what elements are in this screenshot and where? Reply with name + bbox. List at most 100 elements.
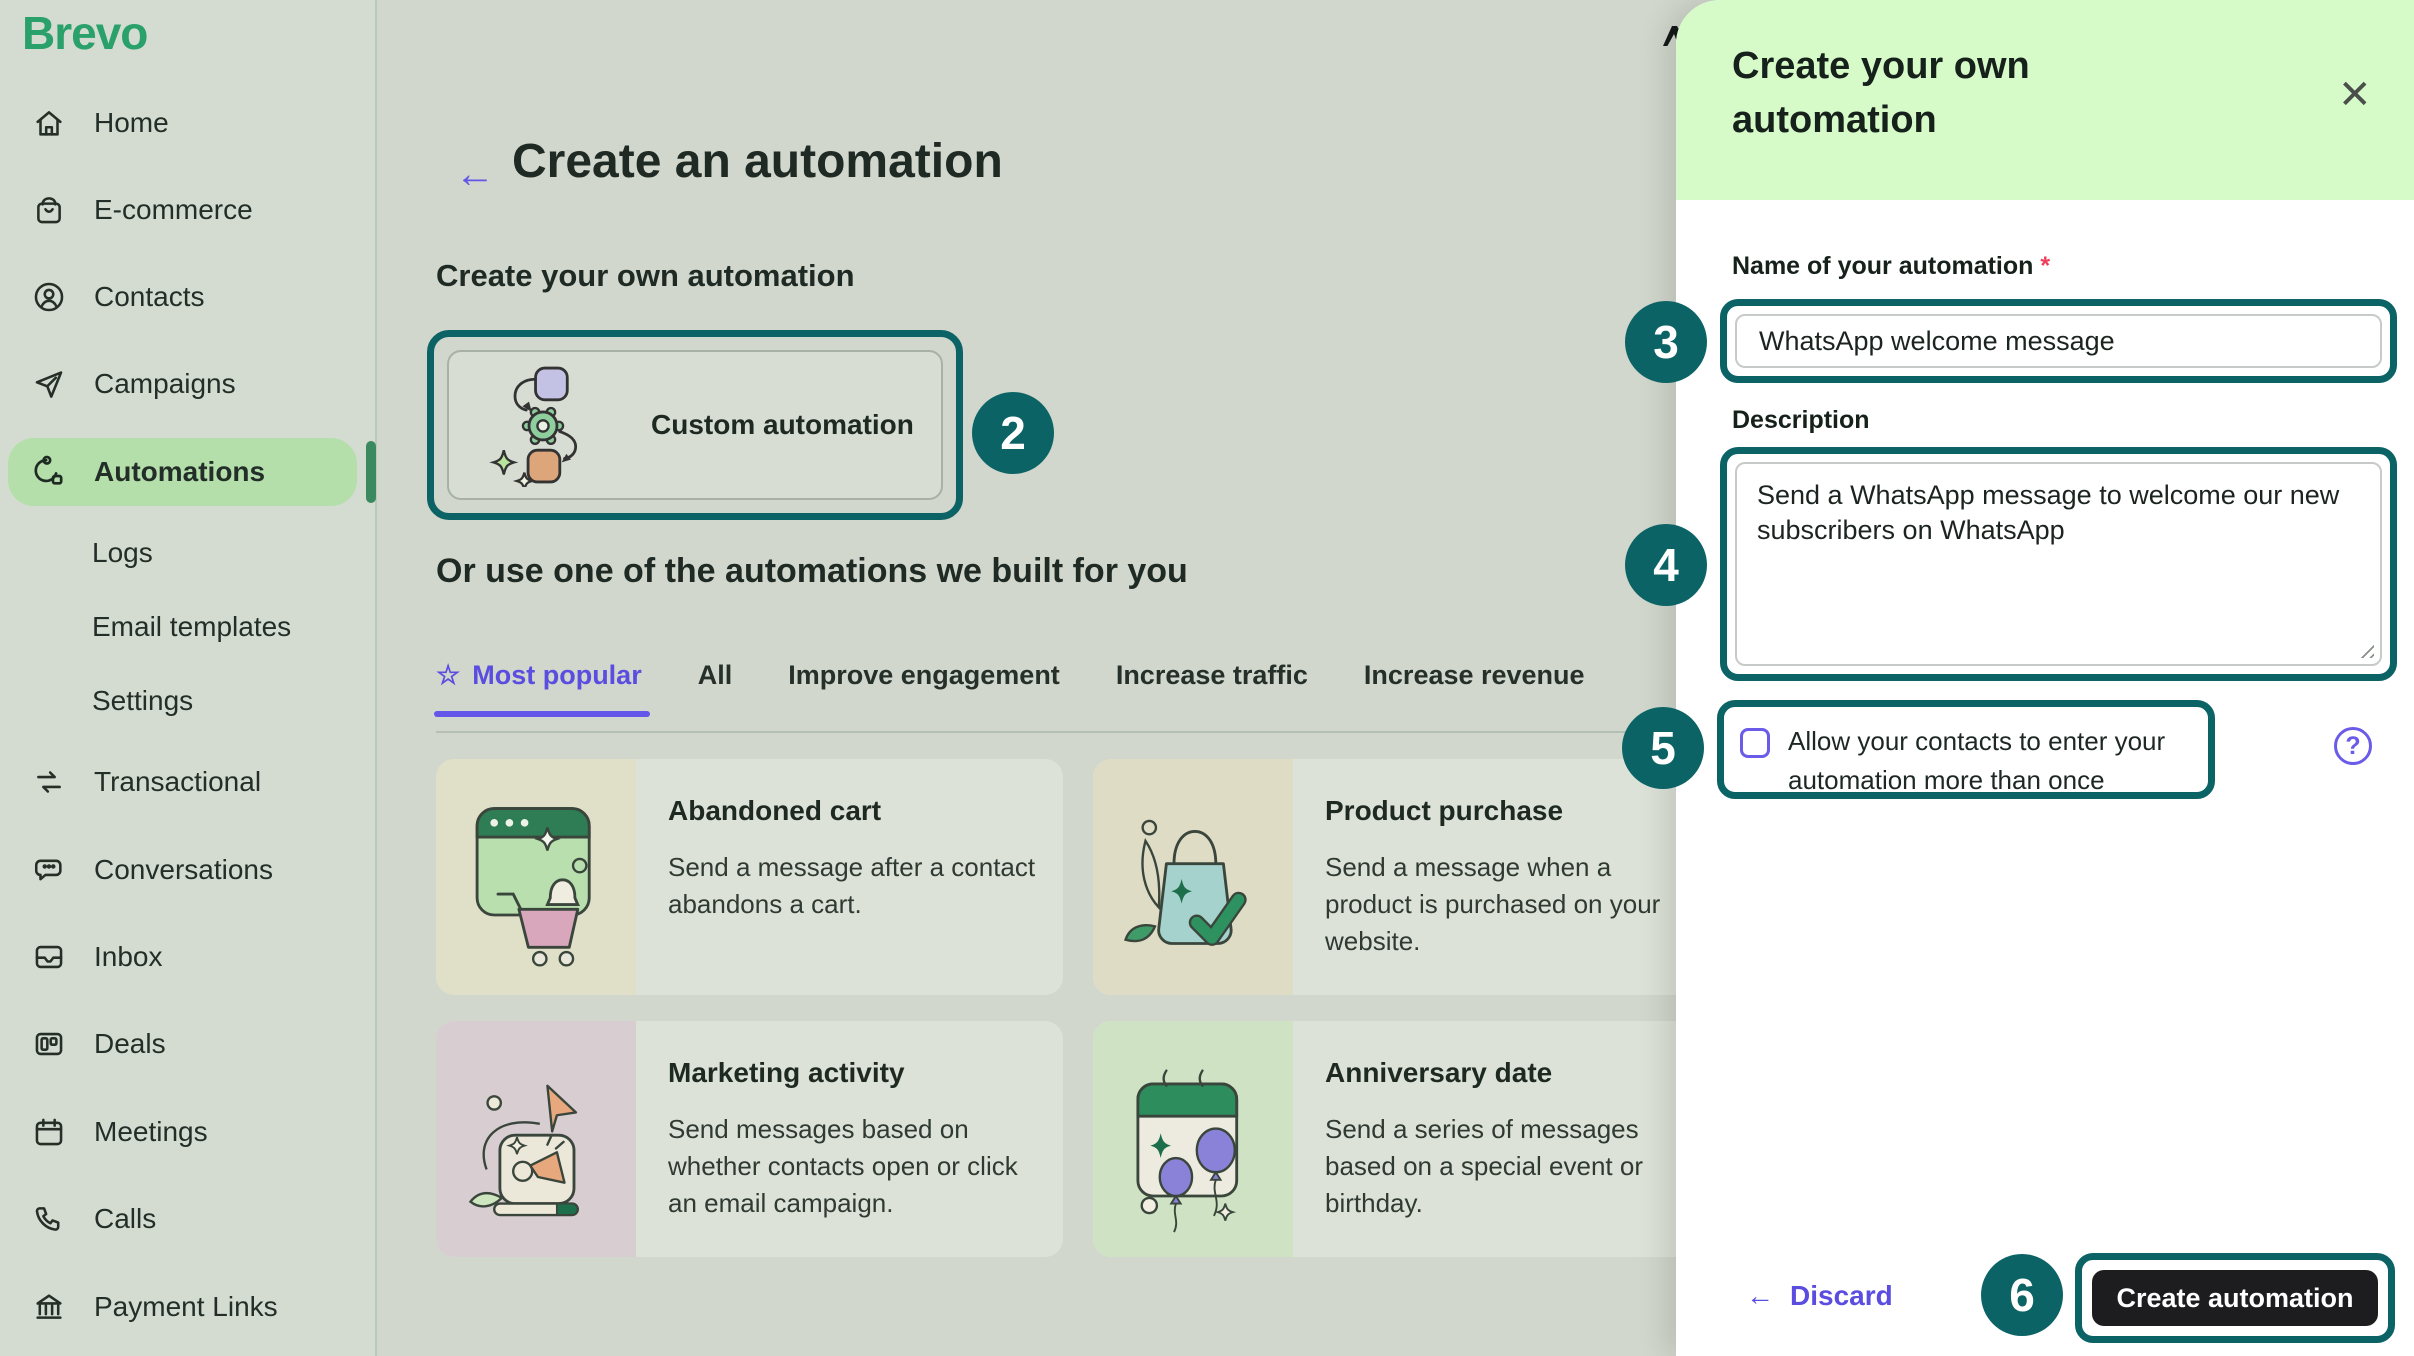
tab-all[interactable]: All — [698, 660, 733, 717]
tab-label: Improve engagement — [788, 660, 1060, 690]
repeat-entry-checkbox[interactable] — [1740, 728, 1770, 758]
description-field-label: Description — [1732, 406, 1870, 434]
tab-most-popular[interactable]: ☆ Most popular — [434, 660, 650, 717]
calendar-icon — [35, 1118, 63, 1146]
step-badge-6: 6 — [1981, 1254, 2063, 1336]
repeat-entry-label: Allow your contacts to enter your automa… — [1788, 726, 2166, 795]
automation-icon — [34, 455, 63, 485]
discard-button[interactable]: ← Discard — [1746, 1280, 1893, 1312]
panel-title: Create your own automation — [1732, 45, 2030, 141]
sidebar-item-deals[interactable]: Deals — [0, 1016, 375, 1072]
kanban-icon — [35, 1032, 63, 1056]
sidebar-subitem-email-templates[interactable]: Email templates — [0, 602, 375, 652]
main-content: ← Create an automation Create your own a… — [377, 0, 2414, 1356]
tab-improve-engagement[interactable]: Improve engagement — [788, 660, 1060, 717]
tab-label: Most popular — [472, 660, 642, 690]
star-icon: ☆ — [436, 660, 461, 690]
abandoned-cart-illustration — [436, 759, 636, 995]
product-purchase-illustration — [1093, 759, 1293, 995]
custom-automation-icon — [489, 366, 578, 487]
card-description: Send a series of messages based on a spe… — [1325, 1114, 1643, 1218]
sidebar-subitem-logs[interactable]: Logs — [0, 528, 375, 578]
sidebar-item-meetings[interactable]: Meetings — [0, 1104, 375, 1160]
step-badge-2: 2 — [972, 392, 1054, 474]
page-title: Create an automation — [512, 135, 1003, 188]
card-product-purchase[interactable]: Product purchase Send a message when a p… — [1093, 759, 1720, 995]
sidebar-item-payment-links[interactable]: Payment Links — [0, 1279, 375, 1335]
required-asterisk: * — [2040, 252, 2051, 280]
sidebar-subitem-label: Email templates — [92, 611, 292, 642]
card-abandoned-cart[interactable]: Abandoned cart Send a message after a co… — [436, 759, 1063, 995]
automation-name-input[interactable] — [1735, 314, 2382, 368]
card-title: Marketing activity — [668, 1057, 905, 1088]
tab-increase-traffic[interactable]: Increase traffic — [1116, 660, 1308, 717]
tab-label: Increase revenue — [1363, 660, 1585, 690]
sidebar-item-label: Automations — [94, 456, 266, 487]
phone-icon — [35, 1207, 60, 1231]
custom-automation-card[interactable]: Custom automation — [447, 350, 943, 500]
step-badge-3: 3 — [1625, 301, 1707, 383]
tab-increase-revenue[interactable]: Increase revenue — [1364, 660, 1585, 717]
paper-plane-icon — [35, 371, 63, 398]
card-description: Send a message after a contact abandons … — [668, 852, 1036, 919]
sidebar-item-transactional[interactable]: Transactional — [0, 754, 375, 810]
close-icon[interactable]: ✕ — [2338, 73, 2372, 117]
sidebar-item-ecommerce[interactable]: E-commerce — [0, 182, 375, 238]
automation-description-textarea[interactable]: Send a WhatsApp message to welcome our n… — [1735, 462, 2382, 666]
sidebar-item-label: Campaigns — [94, 368, 236, 399]
sidebar-item-contacts[interactable]: Contacts — [0, 269, 375, 325]
card-title: Product purchase — [1325, 795, 1564, 826]
sidebar-item-campaigns[interactable]: Campaigns — [0, 356, 375, 412]
card-description: Send messages based on whether contacts … — [668, 1114, 1018, 1218]
annotation-box-description-field: Send a WhatsApp message to welcome our n… — [1720, 447, 2397, 681]
tabs-divider — [436, 731, 1686, 733]
card-title: Abandoned cart — [668, 795, 882, 826]
sidebar-item-label: Home — [94, 107, 169, 138]
custom-automation-label: Custom automation — [651, 409, 914, 440]
bank-icon — [36, 1294, 62, 1319]
card-anniversary-date[interactable]: Anniversary date Send a series of messag… — [1093, 1021, 1720, 1257]
sidebar-item-conversations[interactable]: Conversations — [0, 842, 375, 898]
marketing-activity-illustration — [436, 1021, 636, 1257]
card-title: Anniversary date — [1325, 1057, 1553, 1088]
template-cards-grid: Abandoned cart Send a message after a co… — [436, 759, 1720, 1257]
sidebar: Brevo Home E-commerce Contacts Campaigns… — [0, 0, 377, 1356]
discard-label: Discard — [1790, 1280, 1893, 1311]
tab-label: All — [697, 660, 733, 690]
inbox-icon — [35, 945, 63, 969]
sidebar-item-home[interactable]: Home — [0, 95, 375, 151]
sidebar-subitem-label: Settings — [92, 685, 194, 716]
sidebar-item-inbox[interactable]: Inbox — [0, 929, 375, 985]
sidebar-item-label: Contacts — [94, 281, 205, 312]
back-arrow-icon[interactable]: ← — [455, 152, 495, 196]
tab-label: Increase traffic — [1115, 660, 1308, 690]
section-custom-title: Create your own automation — [436, 258, 855, 293]
card-marketing-activity[interactable]: Marketing activity Send messages based o… — [436, 1021, 1063, 1257]
help-icon[interactable]: ? — [2334, 727, 2372, 765]
sidebar-subitem-settings[interactable]: Settings — [0, 676, 375, 726]
card-description: Send a message when a product is purchas… — [1325, 852, 1661, 956]
sidebar-item-label: Transactional — [94, 766, 262, 797]
panel-header: Create your own automation ✕ — [1676, 0, 2414, 200]
shopping-bag-icon — [37, 197, 61, 224]
home-icon — [36, 111, 62, 136]
left-arrow-icon: ← — [1746, 1280, 1774, 1311]
sidebar-subitem-label: Logs — [92, 537, 153, 568]
sidebar-item-label: Deals — [94, 1028, 166, 1059]
step-badge-4: 4 — [1625, 524, 1707, 606]
user-circle-icon — [34, 282, 64, 312]
sidebar-item-label: E-commerce — [94, 194, 253, 225]
annotation-box-repeat-checkbox: Allow your contacts to enter your automa… — [1717, 700, 2215, 799]
repeat-icon — [37, 771, 61, 793]
sidebar-item-automations[interactable]: Automations — [8, 438, 357, 506]
name-label-text: Name of your automation — [1732, 252, 2034, 280]
annotation-box-custom-automation: Custom automation — [427, 330, 963, 520]
sidebar-item-calls[interactable]: Calls — [0, 1191, 375, 1247]
chat-icon — [34, 859, 62, 881]
create-automation-button[interactable]: Create automation — [2092, 1270, 2378, 1326]
annotation-box-name-field — [1720, 299, 2397, 383]
create-automation-panel: Create your own automation ✕ Name of you… — [1676, 0, 2414, 1356]
brevo-logo: Brevo — [22, 7, 148, 59]
sidebar-item-label: Calls — [94, 1203, 157, 1234]
sidebar-item-label: Meetings — [94, 1116, 208, 1147]
